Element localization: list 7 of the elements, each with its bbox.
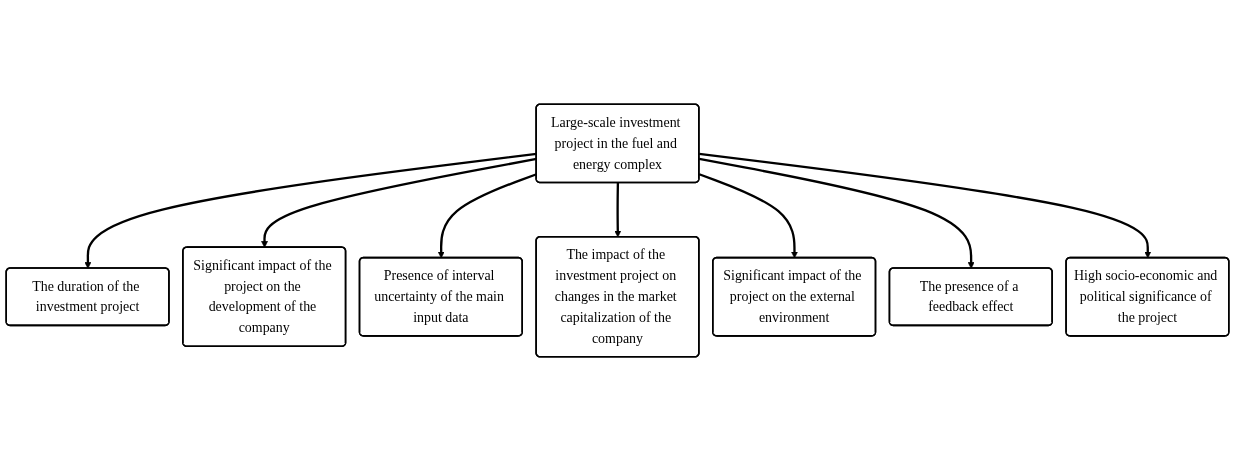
arrow <box>699 152 1152 259</box>
arrow <box>261 157 537 248</box>
arrow <box>84 152 537 269</box>
arrow <box>698 173 798 259</box>
arrow <box>699 157 975 269</box>
arrow <box>437 173 537 259</box>
arrow <box>614 182 622 238</box>
